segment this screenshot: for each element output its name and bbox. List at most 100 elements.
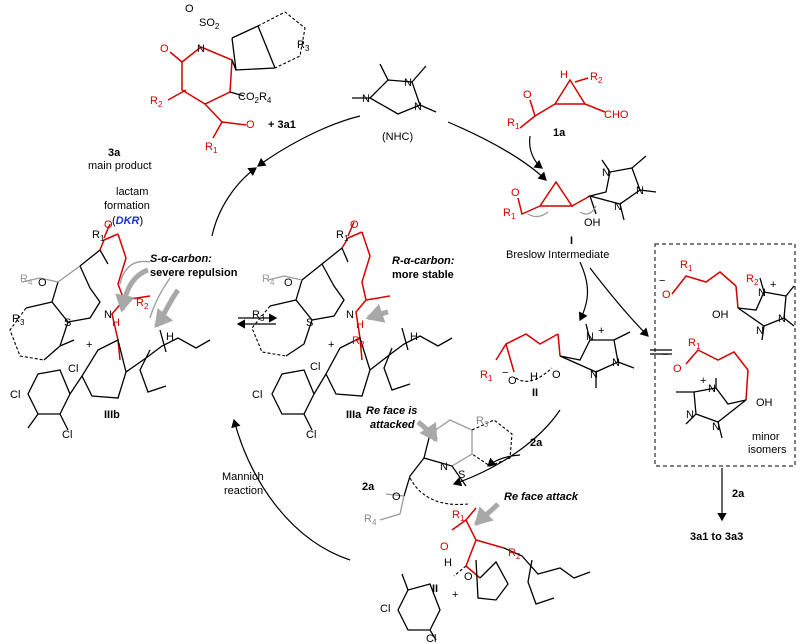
minor-isomers-reagent: 2a	[732, 488, 745, 500]
nhc-n2: N	[404, 77, 412, 89]
product-3a-r1: R1	[205, 141, 218, 155]
dkr-label: (DKR)	[112, 215, 143, 227]
transition-re-face-attacked-2: attacked	[370, 419, 415, 431]
arrow-reagent-2a-in	[487, 454, 521, 467]
intermediate-II-minus: −	[502, 367, 508, 379]
minor-isomers-products: 3a1 to 3a3	[690, 531, 743, 543]
IIIa-r4: R4	[262, 273, 275, 287]
product-3a-label: 3a	[108, 147, 121, 159]
IIIb-note-2: severe repulsion	[150, 267, 238, 279]
IIIa-plus: +	[328, 339, 334, 351]
IIIb-plus: +	[86, 339, 92, 351]
minor-isomer-1-n3: N	[756, 325, 764, 337]
IIIb-cl1: Cl	[68, 363, 78, 375]
transition-plus: +	[452, 589, 458, 601]
IIIb-repulsion-arrow-1	[115, 267, 150, 313]
intermediate-II-o2: O	[552, 369, 561, 381]
breslow-label: Breslow Intermediate	[506, 249, 609, 261]
minor-isomer-2-oh: OH	[756, 397, 773, 409]
re-face-attack-arrow	[474, 502, 500, 526]
IIIa-s: S	[306, 317, 313, 329]
IIIa-h2: H	[410, 331, 418, 343]
substrate-1a-cho: CHO	[604, 109, 629, 121]
IIIa-o-ester: O	[284, 277, 293, 289]
intermediate-II-n2: N	[612, 357, 620, 369]
transition-r1: R1	[452, 509, 465, 523]
substrate-1a-structure	[519, 77, 606, 129]
IIIb-structure	[9, 223, 211, 431]
arrow-nhc-release	[257, 115, 361, 167]
breslow-n1: N	[602, 167, 610, 179]
IIIa-cl1: Cl	[310, 361, 320, 373]
IIIa-stability-arrow	[365, 303, 389, 323]
intermediate-II-r1: R1	[480, 369, 493, 383]
arrow-breslow-to-II	[578, 261, 589, 322]
IIIb-h2: H	[166, 331, 174, 343]
transition-numeral: II	[432, 583, 438, 595]
arrow-lactam-formation	[211, 167, 257, 237]
arrow-mannich	[231, 418, 351, 561]
substrate-1a-o: O	[523, 89, 532, 101]
IIIb-r4: R4	[20, 273, 33, 287]
IIIb-cl3: Cl	[62, 429, 72, 441]
transition-re-face-attack: Re face attack	[504, 491, 579, 503]
intermediate-II-o1: O	[508, 375, 517, 387]
reagent-2a-label: 2a	[530, 437, 543, 449]
IIIa-structure	[251, 221, 453, 431]
minor-isomer-1-plus: +	[770, 279, 776, 291]
nhc-n1: N	[362, 93, 370, 105]
arrow-nhc-to-breslow	[447, 121, 547, 181]
intermediate-II-numeral: II	[532, 387, 538, 399]
transition-cl2: Cl	[426, 633, 436, 644]
mannich-label-1: Mannich	[222, 471, 264, 483]
product-3a-main-product: main product	[88, 160, 152, 172]
product-3a-o-acyl: O	[246, 119, 255, 131]
transition-re-face-attacked-1: Re face is	[366, 405, 417, 417]
re-face-attacked-arrow	[416, 420, 439, 443]
mannich-label-2: reaction	[224, 485, 263, 497]
transition-o2: O	[464, 571, 473, 583]
nhc-label: (NHC)	[382, 131, 413, 143]
intermediate-II-n3: N	[590, 369, 598, 381]
minor-isomer-2-n2: N	[686, 409, 694, 421]
IIIb-s: S	[64, 317, 71, 329]
IIIa-r1: R1	[336, 229, 349, 243]
IIIb-numeral: IIIb	[104, 409, 120, 421]
IIIb-h: H	[112, 317, 120, 329]
product-3a-so2: SO2	[199, 17, 220, 31]
intermediate-II-n1: N	[586, 331, 594, 343]
nhc-n3: N	[414, 101, 422, 113]
minor-isomer-1-o: O	[662, 289, 671, 301]
IIIa-r3: R3	[252, 309, 265, 323]
substrate-1a-r2: R2	[590, 71, 603, 85]
minor-isomer-2-n3: N	[712, 421, 720, 433]
transition-2a: 2a	[362, 481, 375, 493]
arrow-substrate-in	[529, 135, 543, 169]
minor-isomer-1-r2: R2	[746, 273, 759, 287]
IIIa-numeral: IIIa	[346, 409, 362, 421]
minor-isomers-label-1: minor	[752, 431, 780, 443]
lactam-label-2: formation	[104, 200, 150, 212]
breslow-n2: N	[636, 185, 644, 197]
breslow-structure	[517, 155, 657, 221]
product-3a-o-top: O	[185, 3, 194, 15]
IIIa-r2: R2	[352, 335, 365, 349]
transition-n: N	[440, 461, 448, 473]
breslow-o: O	[511, 187, 520, 199]
product-3a-co2r4: CO2R4	[238, 91, 272, 105]
substrate-1a-r1: R1	[507, 117, 520, 131]
minor-isomer-1-structure	[671, 271, 795, 341]
intermediate-II-structure	[495, 323, 635, 388]
product-3a-r2: R2	[150, 95, 163, 109]
product-3a-structure	[167, 11, 306, 139]
minor-isomers-box	[654, 243, 796, 467]
IIIa-cl3: Cl	[306, 429, 316, 441]
IIIa-note-2: more stable	[392, 269, 454, 281]
breslow-n3: N	[614, 201, 622, 213]
lactam-label-1: lactam	[116, 186, 148, 198]
product-3a-r3: R3	[297, 39, 310, 53]
minor-isomer-1-r1: R1	[680, 259, 693, 273]
IIIa-o-top: O	[350, 219, 359, 231]
